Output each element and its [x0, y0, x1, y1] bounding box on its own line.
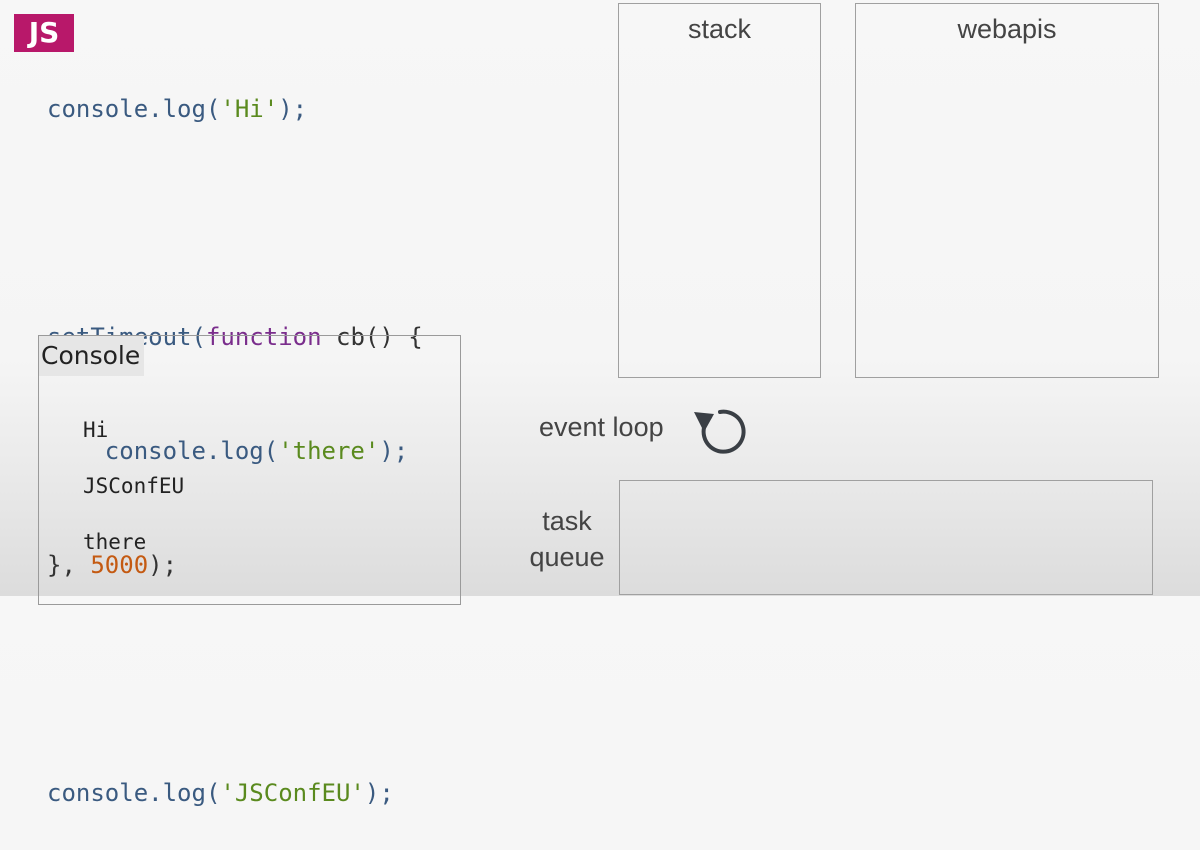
console-line: JSConfEU	[83, 474, 185, 498]
task-queue-panel	[619, 480, 1153, 595]
code-text: );	[148, 551, 178, 579]
code-line-7: console.log('JSConfEU');	[47, 774, 423, 812]
code-line-4: console.log('there');	[47, 432, 423, 470]
code-text: console.log(	[47, 95, 221, 123]
stack-title: stack	[687, 14, 752, 44]
code-text: console.log(	[47, 779, 221, 807]
code-text: console.log(	[104, 437, 279, 465]
code-line-5: }, 5000);	[47, 546, 423, 584]
console-title: Console	[39, 336, 145, 376]
code-text: );	[364, 779, 394, 807]
code-string: 'JSConfEU'	[220, 779, 365, 807]
console-panel: Console Hi JSConfEU there	[38, 335, 461, 605]
code-text: cb() {	[321, 323, 423, 351]
code-keyword: function	[205, 323, 322, 351]
console-line: Hi	[83, 418, 109, 442]
code-text: );	[379, 437, 409, 465]
webapis-title: webapis	[957, 14, 1057, 44]
code-text: );	[278, 95, 308, 123]
js-logo: JS	[14, 14, 74, 52]
task-queue-label-line1: task	[542, 506, 592, 536]
code-text: },	[47, 551, 91, 579]
webapis-panel: webapis	[855, 3, 1159, 378]
task-queue-label: task queue	[527, 503, 607, 575]
code-line-1: console.log('Hi');	[47, 90, 423, 128]
stack-panel: stack	[618, 3, 821, 378]
console-line: there	[83, 530, 147, 554]
code-string: 'there'	[278, 437, 380, 465]
event-loop-icon	[694, 409, 746, 454]
event-loop-label: event loop	[539, 412, 664, 442]
code-string: 'Hi'	[220, 95, 279, 123]
code-number: 5000	[90, 551, 149, 579]
console-output: Hi JSConfEU there	[83, 418, 184, 586]
task-queue-label-line2: queue	[529, 542, 605, 572]
